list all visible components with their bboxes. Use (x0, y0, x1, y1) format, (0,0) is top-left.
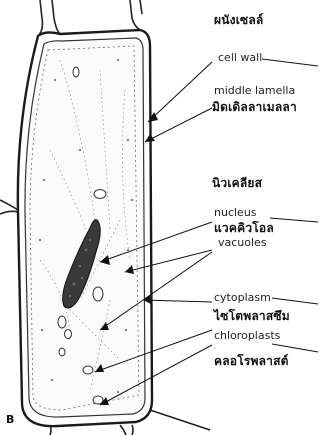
label-chloroplasts-thai: คลอโรพลาสต์ (214, 355, 289, 367)
label-cytoplasm: cytoplasm (214, 292, 271, 303)
label-cytoplasm-thai: ไซโตพลาสซึม (214, 310, 290, 322)
label-vacuole-thai: แวคคิวโอล (214, 222, 274, 234)
label-nucleus: nucleus (214, 207, 257, 218)
label-chloroplasts: chloroplasts (214, 330, 280, 341)
panel-letter: B (6, 413, 14, 426)
label-cell-wall-thai: ผนังเซลล์ (214, 14, 263, 26)
label-nucleus-thai: นิวเคลียส (212, 177, 262, 189)
label-vacuoles: vacuoles (218, 237, 267, 248)
label-cell-wall: cell wall (218, 52, 262, 63)
label-middle-lamella-thai: มิดเดิลลาเมลลา (212, 101, 297, 113)
label-middle-lamella: middle lamella (214, 85, 295, 96)
